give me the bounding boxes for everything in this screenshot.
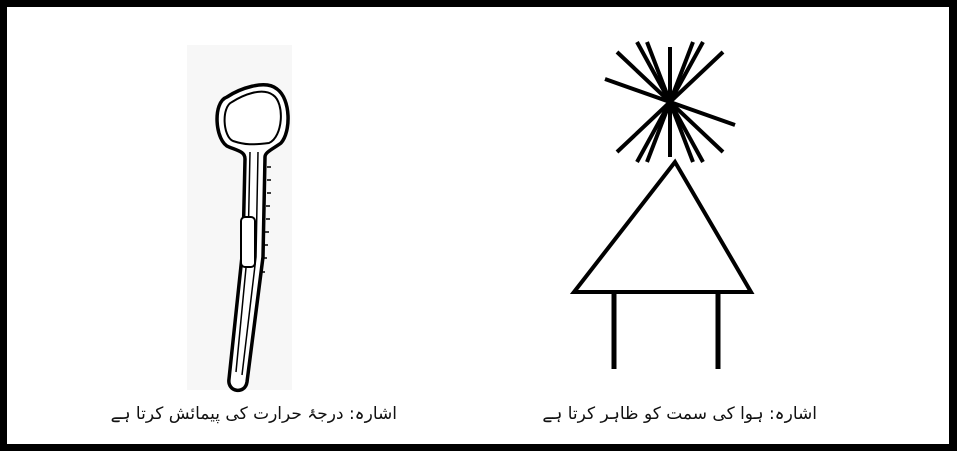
wind-direction-icon bbox=[7, 7, 957, 458]
thermometer-caption: اشارہ: درجۂ حرارت کی پیمائش کرتا ہے bbox=[117, 403, 397, 424]
wind-caption: اشارہ: ہوا کی سمت کو ظاہر کرتا ہے bbox=[567, 403, 817, 424]
